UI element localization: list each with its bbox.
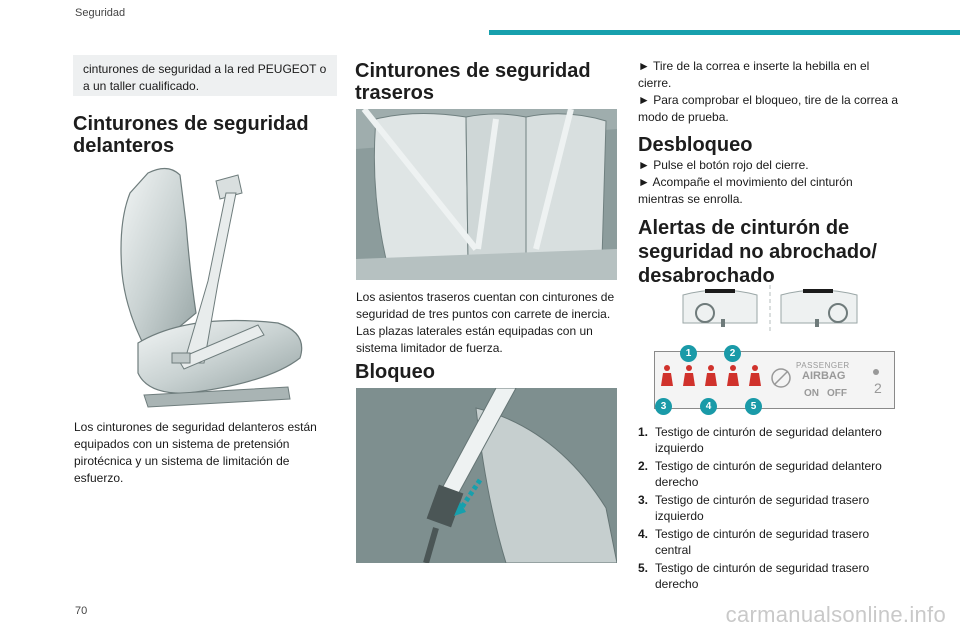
unlock-heading: Desbloqueo <box>638 134 753 156</box>
front-seat-illustration <box>108 163 308 409</box>
legend-item: 3.Testigo de cinturón de seguridad trase… <box>638 493 870 523</box>
legend-item: 5.Testigo de cinturón de seguridad trase… <box>638 561 870 591</box>
note-box: cinturones de seguridad a la red PEUGEOT… <box>73 55 337 96</box>
callout-3: 3 <box>655 398 672 415</box>
warning-lamp-legend: 1.Testigo de cinturón de seguridad delan… <box>638 424 898 594</box>
airbag-on-label: ON <box>804 388 819 399</box>
callout-2: 2 <box>724 345 741 362</box>
watermark: carmanualsonline.info <box>725 602 946 627</box>
airbag-label: AIRBAG <box>802 370 846 382</box>
callout-5: 5 <box>745 398 762 415</box>
seat-number-label: 2 <box>874 380 882 396</box>
front-belts-heading: Cinturones de seguridad delanteros <box>73 113 309 157</box>
legend-item: 1.Testigo de cinturón de seguridad delan… <box>638 425 882 455</box>
rear-belts-text: Los asientos traseros cuentan con cintur… <box>356 290 615 355</box>
lock-step-2: ► Para comprobar el bloqueo, tire de la … <box>638 93 899 124</box>
airbag-off-label: OFF <box>827 388 847 399</box>
unlock-step-2: ► Acompañe el movimiento del cinturón mi… <box>638 175 853 206</box>
seatbelt-warning-panel: PASSENGER AIRBAG ON OFF 2 <box>654 351 895 409</box>
page-number: 70 <box>75 605 88 617</box>
lock-step-1: ► Tire de la correa e inserte la hebilla… <box>638 59 870 90</box>
front-belts-text: Los cinturones de seguridad delanteros e… <box>74 420 317 485</box>
rear-belts-heading: Cinturones de seguridad traseros <box>355 60 591 104</box>
buckle-illustration <box>356 388 617 563</box>
legend-item: 2.Testigo de cinturón de seguridad delan… <box>638 459 882 489</box>
lock-heading: Bloqueo <box>355 361 435 383</box>
alerts-heading: Alertas de cinturón de seguridad no abro… <box>638 217 877 287</box>
callout-1: 1 <box>680 345 697 362</box>
section-title: Seguridad <box>75 7 126 19</box>
dashboard-location-illustration <box>675 285 865 331</box>
passenger-label: PASSENGER <box>796 361 850 370</box>
legend-item: 4.Testigo de cinturón de seguridad trase… <box>638 527 870 557</box>
header-accent-bar <box>489 30 960 35</box>
unlock-step-1: ► Pulse el botón rojo del cierre. <box>638 158 809 172</box>
callout-4: 4 <box>700 398 717 415</box>
rear-seat-illustration <box>356 109 617 280</box>
